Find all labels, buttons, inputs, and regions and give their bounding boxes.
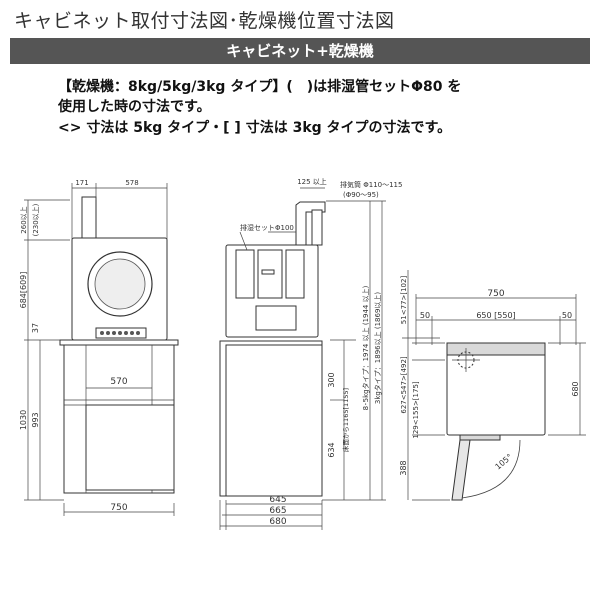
- top-door-open: [451, 439, 471, 501]
- top-angle: 105°: [494, 452, 515, 471]
- top-dim-388: 388: [399, 460, 408, 475]
- top-dim-51: 51<77>[102]: [400, 276, 408, 325]
- front-dim-578: 578: [125, 179, 138, 187]
- top-dim-627: 627<547>[492]: [400, 356, 408, 414]
- top-dryer-body: [446, 342, 546, 436]
- exhaust-pipe: [81, 196, 97, 239]
- note-line-1: 【乾燥機：8kg/5kg/3kg タイプ】( )は排湿管セットΦ80 を: [58, 79, 462, 95]
- top-dryer-back: [446, 342, 546, 356]
- side-dim-680: 680: [269, 517, 286, 527]
- top-dim-50-right: 50: [562, 311, 572, 320]
- top-door-hinge: [459, 434, 501, 441]
- side-dim-3kg: 3kgタイプ：1896以上 (1869以上): [373, 292, 382, 405]
- top-dim-680: 680: [571, 381, 580, 396]
- side-dim-645: 645: [269, 495, 286, 505]
- door-swing-arc: [461, 439, 521, 499]
- front-dim-570: 570: [110, 377, 127, 387]
- exhaust-set-label: 排湿セットΦ100: [240, 223, 294, 232]
- side-panel-lower: [255, 305, 297, 331]
- exhaust-pipe-label: 排気筒 Φ110～115: [340, 180, 402, 189]
- top-dim-50-left: 50: [420, 311, 430, 320]
- cabinet-top: [59, 339, 179, 346]
- front-dim-171: 171: [75, 179, 88, 187]
- exhaust-pipe-alt-label: (Φ90～95): [343, 191, 379, 199]
- side-dim-665: 665: [269, 506, 286, 516]
- side-panel-3: [285, 249, 305, 299]
- top-dim-129: 129<155>[175]: [412, 381, 420, 439]
- front-dim-750: 750: [110, 503, 127, 513]
- front-dim-230: (230以上): [31, 203, 40, 236]
- side-dim-floor-to-cabinet: 床面から1165[1155]: [341, 388, 350, 452]
- top-view: 750 50 650 [550] 50 105°: [399, 270, 586, 501]
- side-dim-8-5kg: 8･5kgタイプ：1974 以上 (1944 以上): [361, 285, 370, 410]
- side-view: 排湿セットΦ100 125 以上 排気筒 Φ110～115 (Φ90～95) 3…: [219, 177, 402, 530]
- section-banner: キャビネット+乾燥機: [10, 38, 590, 64]
- note-line-3: <> 寸法は 5kg タイプ・[ ] 寸法は 3kg タイプの寸法です。: [58, 120, 452, 136]
- cabinet-drawer: [85, 404, 175, 491]
- front-dim-260: 260以上: [19, 206, 28, 233]
- side-dim-634: 634: [327, 442, 336, 457]
- dryer-door-glass: [94, 258, 146, 310]
- front-dim-684: 684[609]: [19, 272, 28, 309]
- note-line-2: 使用した時の寸法です。: [58, 99, 211, 115]
- front-dim-1030: 1030: [19, 410, 28, 430]
- top-dim-750: 750: [487, 289, 504, 299]
- front-view: 171 578 260以上 (230以上) 684[609] 37 1030 9…: [19, 179, 179, 516]
- top-dim-650: 650 [550]: [476, 311, 515, 320]
- side-dim-125: 125 以上: [297, 177, 327, 186]
- front-dim-993: 993: [31, 412, 40, 427]
- side-panel-1: [235, 249, 255, 299]
- page-title: キャビネット取付寸法図･乾燥機位置寸法図: [14, 10, 395, 32]
- front-dim-37: 37: [31, 323, 40, 333]
- side-dim-300: 300: [327, 372, 336, 387]
